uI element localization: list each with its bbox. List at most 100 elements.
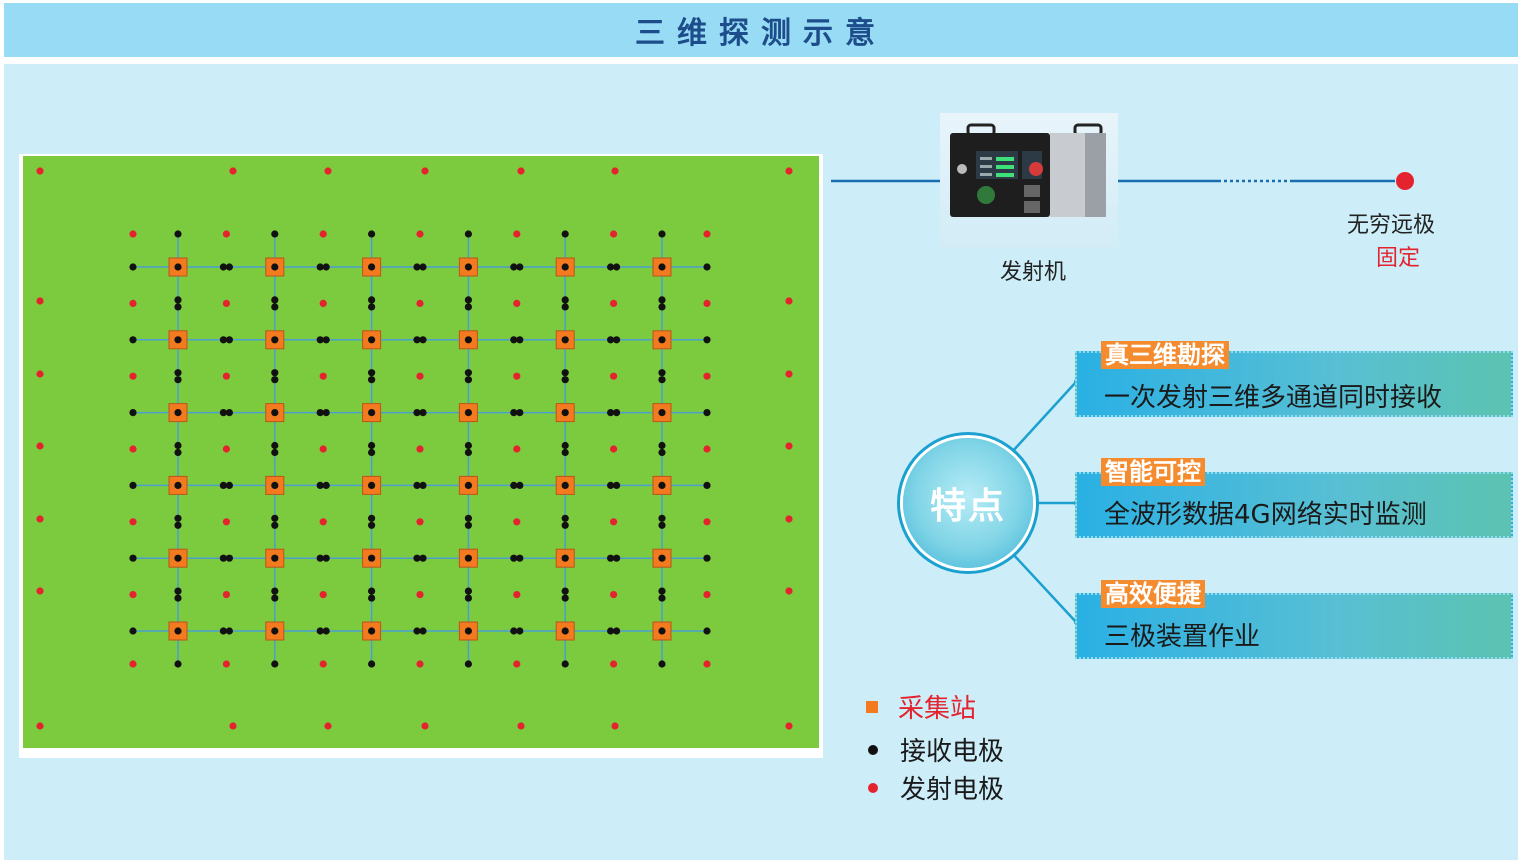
far-pole-label: 无穷远极 — [1347, 213, 1436, 238]
receive-electrode — [419, 554, 427, 562]
transmit-electrode — [517, 722, 525, 730]
receive-electrode — [271, 554, 279, 562]
transmit-electrode — [703, 372, 711, 380]
legend-label-transmit: 发射电极 — [900, 775, 1005, 805]
transmit-electrode — [517, 167, 525, 175]
receive-electrode — [658, 263, 666, 271]
receive-electrode — [413, 481, 421, 489]
receive-electrode — [464, 514, 472, 522]
red-dot-icon — [868, 782, 878, 793]
transmit-electrode — [610, 591, 618, 599]
receive-electrode — [658, 660, 666, 668]
receive-electrode — [658, 376, 666, 384]
transmit-electrode — [36, 370, 44, 378]
receive-electrode — [561, 369, 569, 377]
receive-electrode — [516, 336, 524, 344]
receive-electrode — [174, 521, 182, 529]
receive-electrode — [703, 263, 711, 271]
transmit-electrode — [610, 372, 618, 380]
receive-electrode — [516, 481, 524, 489]
receive-electrode — [510, 263, 518, 271]
transmit-electrode — [610, 299, 618, 307]
receive-electrode — [129, 409, 137, 417]
receive-electrode — [129, 627, 137, 635]
receive-electrode — [271, 230, 279, 238]
receive-electrode — [271, 369, 279, 377]
receive-electrode — [271, 296, 279, 304]
receive-electrode — [316, 481, 324, 489]
legend-label-receive: 接收电极 — [900, 737, 1005, 767]
feature-tag-2: 智能可控 — [1101, 458, 1205, 486]
receive-electrode — [174, 441, 182, 450]
transmit-electrode — [703, 518, 711, 526]
transmit-electrode — [416, 660, 424, 668]
receive-electrode — [271, 376, 279, 384]
receive-electrode — [607, 263, 615, 271]
transmit-electrode — [324, 167, 332, 175]
transmit-electrode — [319, 445, 327, 453]
receive-electrode — [271, 409, 279, 417]
receive-electrode — [368, 369, 376, 377]
receive-electrode — [561, 409, 569, 417]
transmit-electrode — [324, 722, 332, 730]
transmit-electrode — [513, 660, 521, 668]
transmit-electrode — [319, 372, 327, 380]
feature-desc-3: 三极装置作业 — [1104, 622, 1261, 652]
receive-electrode — [658, 409, 666, 417]
receive-electrode — [510, 409, 518, 417]
receive-electrode — [174, 336, 182, 344]
receive-electrode — [464, 303, 472, 311]
transmit-electrode — [416, 372, 424, 380]
receive-electrode — [129, 481, 137, 489]
receive-electrode — [271, 441, 279, 450]
receive-electrode — [174, 230, 182, 238]
transmit-electrode — [703, 230, 711, 238]
receive-electrode — [658, 594, 666, 602]
receive-electrode — [316, 409, 324, 417]
receive-electrode — [464, 554, 472, 562]
survey-grid — [23, 156, 819, 748]
receive-electrode — [368, 521, 376, 529]
transmit-electrode — [785, 297, 793, 305]
receive-electrode — [561, 441, 569, 450]
receive-electrode — [174, 376, 182, 384]
receive-electrode — [368, 296, 376, 304]
receive-electrode — [464, 369, 472, 377]
receive-electrode — [316, 336, 324, 344]
receive-electrode — [368, 376, 376, 384]
receive-electrode — [464, 587, 472, 595]
transmit-electrode — [229, 722, 237, 730]
transmit-electrode — [785, 370, 793, 378]
receive-electrode — [225, 409, 233, 417]
receive-electrode — [271, 481, 279, 489]
transmit-electrode — [785, 442, 793, 450]
receive-electrode — [219, 263, 227, 271]
receive-electrode — [561, 521, 569, 529]
receive-electrode — [316, 263, 324, 271]
receive-electrode — [510, 554, 518, 562]
transmit-electrode — [222, 518, 230, 526]
receive-electrode — [561, 230, 569, 238]
transmit-electrode — [129, 372, 137, 380]
receive-electrode — [174, 369, 182, 377]
receive-electrode — [561, 514, 569, 522]
receive-electrode — [658, 230, 666, 238]
transmit-electrode — [703, 660, 711, 668]
transmit-electrode — [611, 167, 619, 175]
receive-electrode — [174, 594, 182, 602]
receive-electrode — [322, 336, 330, 344]
receive-electrode — [658, 521, 666, 529]
receive-electrode — [271, 263, 279, 271]
receive-electrode — [419, 627, 427, 635]
receive-electrode — [368, 594, 376, 602]
far-pole-dot — [1396, 172, 1414, 190]
receive-electrode — [368, 263, 376, 271]
receive-electrode — [561, 554, 569, 562]
receive-electrode — [419, 481, 427, 489]
receive-electrode — [464, 296, 472, 304]
receive-electrode — [368, 627, 376, 635]
transmit-electrode — [785, 515, 793, 523]
far-pole-status: 固定 — [1376, 246, 1421, 271]
receive-electrode — [561, 594, 569, 602]
transmit-electrode — [513, 230, 521, 238]
